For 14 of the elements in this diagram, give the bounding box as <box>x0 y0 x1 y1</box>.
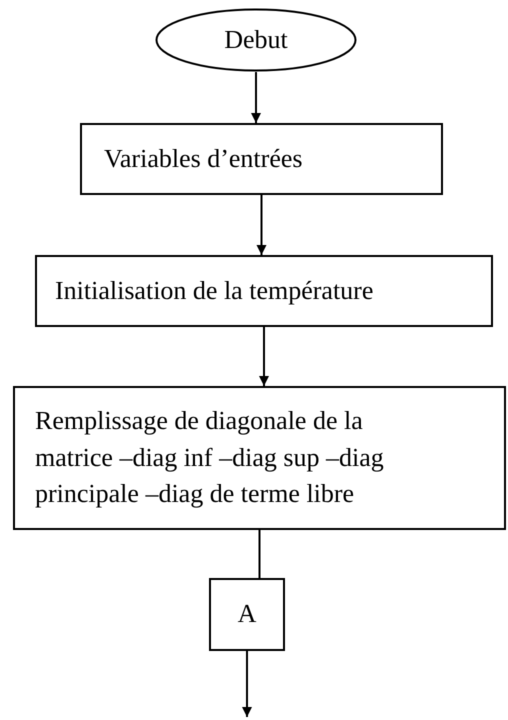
node-text: Remplissage de diagonale de la matrice –diag inf –diag sup –diag principale –diag de terme libre <box>35 405 385 510</box>
node-text: A <box>238 598 256 630</box>
node-text: Variables d’entrées <box>104 142 303 175</box>
process-box <box>80 123 443 195</box>
arrow <box>242 651 252 717</box>
node-text: Initialisation de la température <box>55 274 374 307</box>
arrow <box>259 327 269 386</box>
arrow <box>256 195 266 255</box>
process-box <box>13 386 506 530</box>
start-ellipse <box>155 8 357 72</box>
node-text: Debut <box>224 24 288 56</box>
arrow <box>251 72 261 123</box>
process-box <box>35 255 493 327</box>
process-box <box>209 578 285 651</box>
